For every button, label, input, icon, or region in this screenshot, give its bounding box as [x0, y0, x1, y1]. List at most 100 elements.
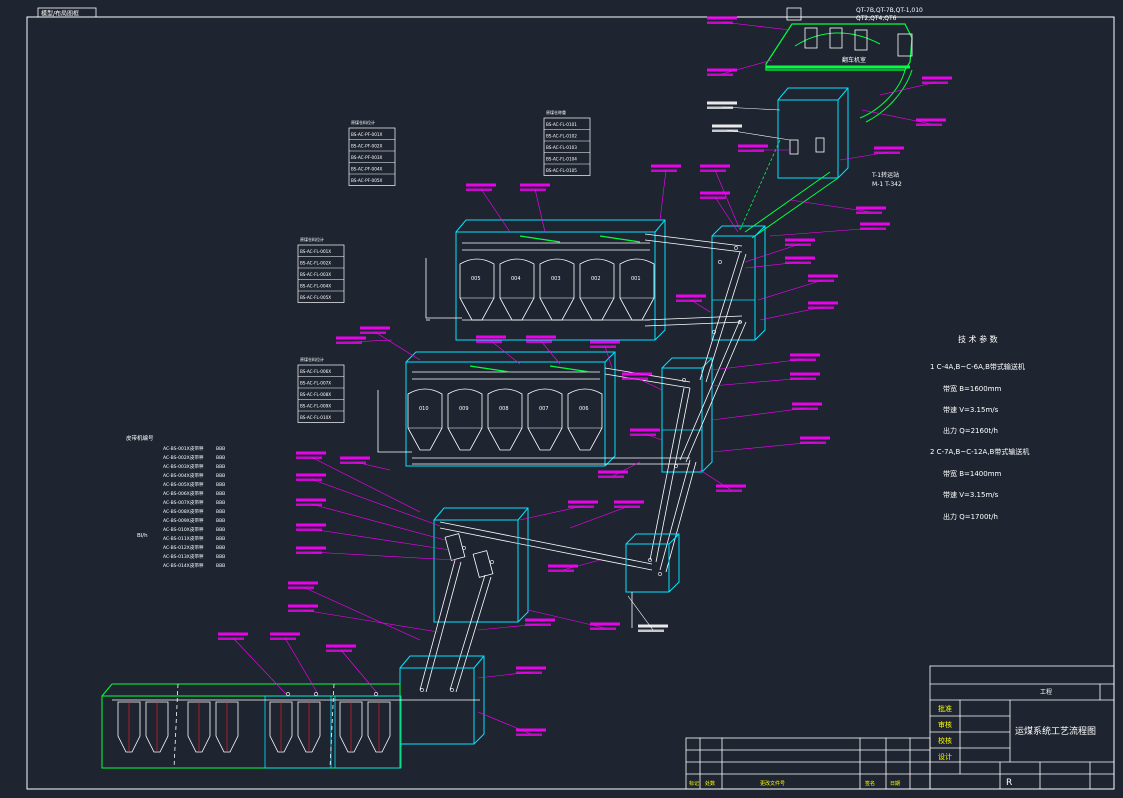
table-row: BS-AC-FL-005X — [300, 295, 331, 300]
drive-pulley — [718, 260, 721, 263]
legend-row: AC-BS-003X皮带秤BBB — [163, 463, 225, 470]
drive-pulley — [420, 688, 423, 691]
legend-cell: BBB — [216, 473, 225, 479]
svg-text:M-1 T-342: M-1 T-342 — [872, 181, 902, 188]
legend-cell: 皮带秤 — [190, 490, 204, 497]
tag-callout — [570, 501, 644, 529]
coal-bin — [340, 702, 362, 752]
instrument-table: 原煤仓料位计BS-AC-PF-001XBS-AC-PF-002XBS-AC-PF… — [349, 119, 395, 186]
tag-callout — [296, 499, 445, 541]
legend-row: AC-BS-012X皮带秤BBB — [163, 544, 225, 551]
legend-cell: AC-BS-014X — [163, 563, 190, 569]
legend-row: AC-BS-007X皮带秤 BBB — [163, 499, 225, 506]
tech-params-heading: 技 术 参 数 — [958, 334, 998, 344]
legend-cell: 皮带秤 — [190, 562, 204, 569]
tag-callout — [707, 17, 790, 31]
silo-label: 002 — [591, 276, 601, 282]
tech-param-line: 出力 Q=2160t/h — [943, 426, 998, 435]
tag-callout — [360, 327, 420, 361]
legend-cell: BBB — [216, 500, 225, 506]
instrument-table: 原煤仓料位计BS-AC-FL-006XBS-AC-FL-007XBS-AC-FL… — [298, 356, 344, 423]
tag-callout — [296, 547, 455, 561]
legend-cell: AC-BS-010X — [163, 527, 190, 533]
legend-row: AC-BS-013X皮带秤BBB — [163, 553, 225, 560]
coal-bin — [188, 702, 210, 752]
revision-col-label: 签名 — [865, 780, 875, 787]
tech-param-line: 带速 V=3.15m/s — [943, 491, 999, 499]
legend-title: 皮带机编号 — [126, 434, 154, 442]
tag-callout — [790, 200, 886, 214]
legend-cell: AC-BS-001X — [163, 446, 190, 452]
table-row: BS-AC-FL-003X — [300, 272, 331, 277]
silo-label: 010 — [419, 406, 429, 412]
tag-callout — [840, 147, 904, 161]
table-row: BS-AC-FL-0104 — [546, 157, 577, 162]
legend-cell: 皮带秤 — [190, 526, 204, 533]
table-row: BS-AC-FL-0103 — [546, 145, 577, 150]
drive-pulley — [286, 692, 289, 695]
silo-label: 001 — [631, 276, 641, 282]
conveyor-c2 — [740, 140, 838, 238]
revision-col-label: 更改文件号 — [760, 780, 785, 787]
tech-param-line: 出力 Q=1700t/h — [943, 512, 998, 521]
tag-callout — [862, 110, 946, 126]
tech-param-line: 2 C-7A,B~C-12A,B带式输送机 — [930, 447, 1029, 456]
silo-label: 004 — [511, 276, 521, 282]
table-row: BS-AC-FL-001X — [300, 249, 331, 254]
table-row: BS-AC-PF-003X — [351, 155, 383, 160]
stage-label: 工程 — [1040, 688, 1052, 696]
tag-callout — [700, 470, 746, 492]
legend-cell: 皮带秤 — [190, 499, 204, 506]
table-row: BS-AC-FL-007X — [300, 381, 331, 386]
legend-cell: 皮带秤 — [190, 508, 204, 515]
drive-pulley — [450, 688, 453, 691]
table-row: BS-AC-FL-004X — [300, 284, 331, 289]
table-row: BS-AC-FL-002X — [300, 261, 331, 266]
top-label-2: QT2,QT4,QT6 — [856, 15, 897, 22]
tag-callout — [478, 667, 546, 679]
legend-cell: AC-BS-009X — [163, 518, 190, 524]
tag-callout — [340, 457, 390, 471]
legend-units: Bl/h — [137, 533, 148, 539]
conveyor-c1 — [860, 70, 912, 122]
drawing-title: 运煤系统工艺流程图 — [1015, 725, 1096, 737]
tag-callout — [622, 373, 662, 391]
legend-cell: BBB — [216, 455, 225, 461]
table-row: BS-AC-FL-008X — [300, 392, 331, 397]
revision-col-label: 标记 — [689, 780, 699, 787]
tag-callout — [628, 596, 668, 632]
silo: 005 — [460, 259, 494, 320]
table-row: BS-AC-FL-009X — [300, 404, 331, 409]
legend-row: AC-BS-010X皮带秤 BBB — [163, 526, 225, 533]
coal-bin — [368, 702, 390, 752]
silo-label: 007 — [539, 406, 549, 412]
revision-col-label: 日期 — [890, 781, 900, 787]
legend-cell: AC-BS-005X — [163, 482, 190, 488]
silo: 003 — [540, 259, 574, 320]
tag-callout — [548, 560, 600, 572]
legend-cell: AC-BS-003X — [163, 464, 190, 470]
legend-row: AC-BS-011X皮带秤BBB — [163, 535, 225, 542]
legend-cell: BBB — [216, 527, 225, 533]
legend-cell: BBB — [216, 482, 225, 488]
legend-row: AC-BS-005X皮带秤BBB — [163, 481, 225, 488]
legend-cell: BBB — [216, 518, 225, 524]
table-row: BS-AC-PF-005X — [351, 178, 383, 183]
tag-callout — [712, 403, 822, 421]
silo: 007 — [528, 389, 562, 450]
legend-row: AC-BS-009X皮带秤BBB — [163, 517, 225, 524]
instrument-table: 原煤仓料位计BS-AC-FL-001XBS-AC-FL-002XBS-AC-FL… — [298, 236, 344, 303]
legend-cell: BBB — [216, 545, 225, 551]
table-row: BS-AC-PF-004X — [351, 167, 383, 172]
silo-label: 006 — [579, 406, 589, 412]
tag-callout — [676, 295, 710, 313]
instrument-tables: 原煤仓料位计BS-AC-PF-001XBS-AC-PF-002XBS-AC-PF… — [298, 109, 590, 423]
silo: 008 — [488, 389, 522, 450]
drive-pulley — [314, 692, 317, 695]
title-row-label: 审核 — [938, 720, 952, 729]
legend-cell: 皮带秤 — [190, 535, 204, 542]
tag-callout — [770, 223, 890, 237]
legend-cell: AC-BS-007X — [163, 500, 190, 506]
table-row: BS-AC-FL-010X — [300, 415, 331, 420]
instrument-table: 原煤仓称重BS-AC-FL-0101BS-AC-FL-0102BS-AC-FL-… — [544, 109, 590, 176]
